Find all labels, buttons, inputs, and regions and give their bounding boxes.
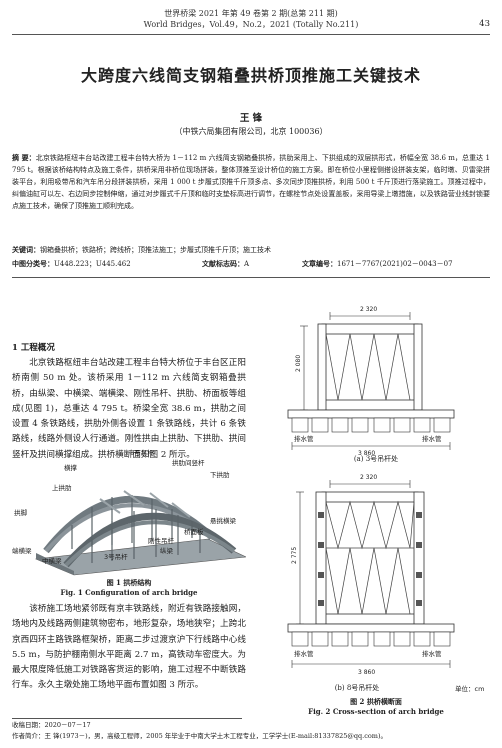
- label-end-cross-beam: 端横梁: [12, 546, 32, 555]
- figure-1-caption-en: Fig. 1 Configuration of arch bridge: [60, 588, 198, 597]
- clc-value: U448.223；U445.462: [54, 260, 131, 268]
- label-cantilever-beam: 悬挑横梁: [210, 516, 237, 525]
- abstract: 摘 要：北京铁路枢纽丰台站改建工程丰台特大桥为 1－112 m 六线简支钢箱叠拱…: [12, 152, 490, 212]
- label-hanger-3: 3号吊杆: [104, 552, 128, 561]
- figure-2b-cross-section: 2 320 2 775 3 860 排水管 排水管: [287, 474, 455, 676]
- figure-2a-caption: (a) 3号吊杆处: [353, 455, 399, 463]
- keywords-label: 关键词：: [12, 245, 40, 254]
- doc-code-label: 文献标志码：: [202, 259, 244, 268]
- label-arch-foot: 拱脚: [14, 508, 28, 517]
- classification-line: 中图分类号：U448.223；U445.462 文献标志码：A 文章编号：1671－…: [12, 259, 490, 269]
- label-cross-brace: 横撑: [64, 463, 78, 472]
- journal-line-cn: 世界桥梁 2021 年第 49 卷第 2 期(总第 211 期): [164, 9, 338, 18]
- fig2a-top-width: 2 320: [360, 306, 377, 313]
- section-heading: 1 工程概况: [12, 343, 55, 353]
- affiliation: （中铁六局集团有限公司，北京 100036）: [174, 127, 328, 136]
- author: 王 锋: [239, 113, 263, 124]
- figure-2b-caption: (b) 8号吊杆处: [334, 684, 380, 692]
- fig2a-bottom-width: 3 860: [358, 450, 375, 457]
- figure-2-caption-cn: 图 2 拱桥横断面: [350, 697, 402, 706]
- label-inter-rib-post: 拱肋间竖杆: [172, 458, 205, 467]
- figure-1-arch-bridge: 8号吊杆 拱肋间竖杆 横撑 下拱肋 上拱肋 拱脚 桥面板 悬挑横梁 刚性吊杆 纵…: [12, 448, 246, 576]
- figure-2-caption: 图 2 拱桥横断面 Fig. 2 Cross-section of arch b…: [262, 697, 490, 717]
- abstract-text: 北京铁路枢纽丰台站改建工程丰台特大桥为 1－112 m 六线简支钢箱叠拱桥，拱肋…: [12, 154, 490, 210]
- figure-2-unit: 单位：cm: [455, 685, 485, 693]
- keywords-text: 钢箱叠拱桥；铁路桥；跨线桥；顶推法施工；步履式顶推千斤顶；施工技术: [40, 246, 271, 254]
- author-bio: 作者简介：王 锋(1973－)，男，高级工程师，2005 年毕业于中南大学土木工…: [12, 732, 387, 740]
- label-hanger-8: 8号吊杆: [130, 448, 154, 457]
- section-paragraph-2: 该桥施工场地紧邻既有京丰铁路线，附近有铁路接触网，场地内及线路两侧建筑物密布，地…: [12, 604, 246, 691]
- section-paragraph-1: 北京铁路枢纽丰台站改建工程丰台特大桥位于丰台区正阳桥南侧 50 m 处。该桥采用…: [12, 358, 246, 460]
- abstract-label: 摘 要：: [12, 153, 36, 162]
- figure-1-caption-cn: 图 1 拱桥结构: [106, 578, 152, 587]
- fig2b-height: 2 775: [291, 547, 298, 564]
- label-deck-plate: 桥面板: [184, 527, 204, 536]
- label-mid-cross-beam: 中横梁: [42, 556, 62, 565]
- article-id-value: 1671－7767(2021)02－0043－07: [337, 260, 453, 268]
- fig2b-bottom-width: 3 860: [358, 669, 375, 676]
- journal-line-en: World Bridges，Vol.49，No.2，2021 (Totally …: [143, 20, 359, 29]
- arch-bridge-illustration: [34, 490, 246, 576]
- fig2a-drain-right: 排水管: [422, 434, 442, 443]
- running-header: 世界桥梁 2021 年第 49 卷第 2 期(总第 211 期) World B…: [0, 8, 502, 30]
- figure-1-caption: 图 1 拱桥结构 Fig. 1 Configuration of arch br…: [12, 578, 246, 598]
- figure-2-caption-en: Fig. 2 Cross-section of arch bridge: [308, 707, 444, 716]
- doc-code-value: A: [244, 260, 250, 268]
- footnote-rule: [12, 718, 242, 719]
- label-upper-arch: 上拱肋: [52, 483, 72, 492]
- figure-1-labels: 8号吊杆 拱肋间竖杆 横撑 下拱肋 上拱肋 拱脚 桥面板 悬挑横梁 刚性吊杆 纵…: [12, 448, 237, 565]
- received-date: 收稿日期：2020－07－17: [12, 721, 91, 729]
- keywords: 关键词：钢箱叠拱桥；铁路桥；跨线桥；顶推法施工；步履式顶推千斤顶；施工技术: [12, 245, 490, 255]
- page-number: 43: [479, 19, 490, 29]
- abstract-rule: [12, 277, 490, 278]
- label-rigid-hanger: 刚性吊杆: [148, 536, 175, 545]
- label-lower-arch: 下拱肋: [210, 470, 230, 479]
- fig2b-drain-right: 排水管: [422, 649, 442, 658]
- paper-title: 大跨度六线简支钢箱叠拱桥顶推施工关键技术: [80, 66, 421, 85]
- header-rule: [12, 34, 490, 35]
- fig2a-height: 2 080: [295, 355, 302, 372]
- article-id-label: 文章编号：: [302, 259, 337, 268]
- label-longitudinal-beam: 纵梁: [160, 546, 174, 555]
- fig2b-top-width: 2 320: [360, 474, 377, 481]
- fig2b-drain-left: 排水管: [294, 649, 314, 658]
- figure-2a-cross-section: 2 320 2 080 3 860 排水管 排水管: [287, 306, 455, 457]
- clc-label: 中图分类号：: [12, 259, 54, 268]
- fig2a-drain-left: 排水管: [294, 434, 314, 443]
